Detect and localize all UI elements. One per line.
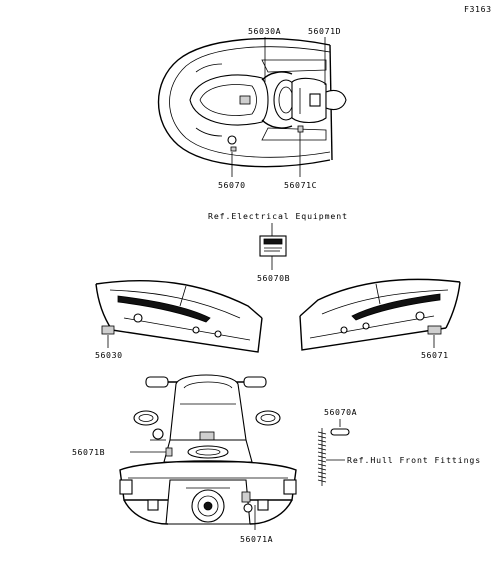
part-56030-label: 56030 — [95, 350, 123, 360]
part-56030a-label: 56030A — [248, 26, 281, 36]
decal-strip-56070a — [330, 428, 350, 436]
part-56070b-label: 56070B — [257, 273, 290, 283]
part-56071d-label: 56071D — [308, 26, 341, 36]
ref-hull-front-fittings: Ref.Hull Front Fittings — [347, 455, 481, 465]
spring-cord — [317, 428, 327, 486]
part-56070-label: 56070 — [218, 180, 246, 190]
part-56071-label: 56071 — [421, 350, 449, 360]
part-56071a-label: 56071A — [240, 534, 273, 544]
part-56070a-label: 56070A — [324, 407, 357, 417]
ref-electrical-equipment: Ref.Electrical Equipment — [208, 211, 348, 221]
battery-decal-56070b — [259, 235, 287, 257]
rear-view — [119, 374, 297, 525]
part-56071b-label: 56071B — [72, 447, 105, 457]
hull-right-side-view — [299, 278, 461, 351]
part-56071c-label: 56071C — [284, 180, 317, 190]
figure-code: F3163 — [464, 4, 492, 14]
hull-left-side-view — [95, 280, 263, 353]
deck-top-view — [157, 37, 347, 168]
